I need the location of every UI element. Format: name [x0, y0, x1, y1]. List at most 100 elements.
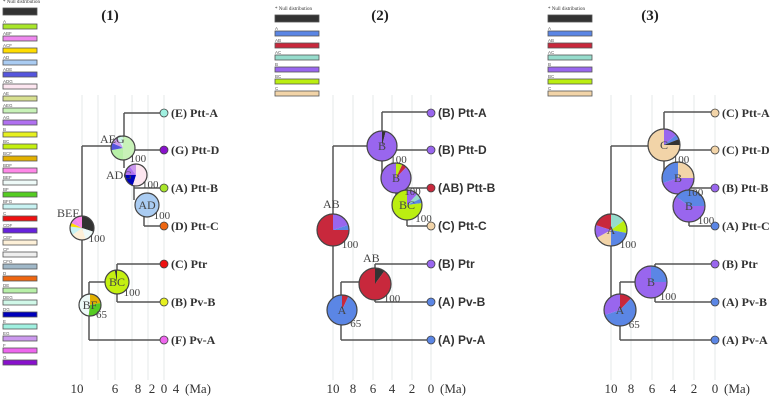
- support-value: 100: [415, 213, 432, 225]
- legend-label: BC: [275, 74, 282, 79]
- tip-marker: [426, 221, 436, 231]
- support-value: 100: [620, 239, 637, 251]
- pie-outline: [316, 213, 350, 247]
- node-pie: [110, 135, 136, 161]
- legend-label: B: [3, 127, 6, 132]
- tip-marker: [426, 297, 436, 307]
- legend-label: BF: [3, 187, 9, 192]
- axis-tick-label: 8: [135, 381, 142, 396]
- pie-slice: [333, 214, 349, 230]
- pie-slice: [620, 294, 631, 310]
- legend-label: AE: [3, 91, 9, 96]
- legend-label: CFG: [3, 259, 13, 264]
- legend-swatch: [274, 66, 320, 73]
- support-value: 100: [342, 239, 359, 251]
- tip-label: (E) Ptt-A: [171, 106, 218, 120]
- node-label: BEF: [57, 206, 79, 220]
- legend-title: * Null distribution: [275, 7, 312, 12]
- legend-label: C: [275, 86, 279, 91]
- pie-slice: [635, 266, 667, 298]
- node-pie: [391, 189, 423, 221]
- pie-slice: [672, 196, 705, 222]
- axis-tick-label: 2: [409, 381, 416, 396]
- legend-label: E: [3, 319, 6, 324]
- tip-marker: [710, 183, 720, 193]
- support-value: 100: [130, 153, 147, 165]
- pie-outline: [647, 128, 681, 162]
- legend-swatch: [2, 203, 38, 210]
- legend-label: C: [548, 86, 552, 91]
- pie-outline: [326, 294, 358, 326]
- legend-label: B: [548, 62, 551, 67]
- axis-tick-label: 4: [389, 381, 396, 396]
- pie-slice: [662, 162, 678, 183]
- legend-swatch: [2, 131, 38, 138]
- node-pies: [69, 135, 160, 317]
- pie-slice: [342, 295, 349, 310]
- tip-marker: [710, 297, 720, 307]
- node-pie: [661, 161, 695, 195]
- node-label: ADG: [106, 168, 132, 182]
- pie-slice: [78, 294, 90, 316]
- support-value: 100: [673, 154, 690, 166]
- node-label: A: [607, 223, 616, 237]
- pie-slice: [595, 225, 611, 238]
- node-label: BF: [83, 298, 98, 312]
- legend-label: ABF: [3, 31, 12, 36]
- legend-title: * Null distribution: [3, 0, 40, 5]
- pie-slice: [407, 190, 418, 205]
- axis-tick-label: 4: [173, 381, 180, 396]
- tip-marker: [710, 259, 720, 269]
- pie-outline: [124, 163, 148, 187]
- pie-slice: [88, 302, 101, 317]
- legend-swatch: [2, 59, 38, 66]
- pie-slice: [317, 214, 349, 246]
- legend-label: AD: [3, 55, 10, 60]
- pie-slice: [359, 268, 392, 300]
- node-label: B: [685, 199, 693, 213]
- legend-label: AG: [3, 115, 10, 120]
- support-value: 100: [154, 210, 171, 222]
- pie-slice: [396, 163, 403, 178]
- tip-label: (G) Ptt-D: [171, 143, 220, 157]
- node-label: A: [616, 303, 625, 317]
- legend-label: BC: [3, 139, 10, 144]
- node-pie: [672, 189, 706, 223]
- pie-slice: [648, 129, 680, 161]
- tip-label: (C) Ptt-C: [438, 219, 487, 233]
- pie-slice: [112, 137, 123, 148]
- pie-slice: [604, 294, 620, 315]
- tip-label: (B) Pv-B: [171, 295, 215, 309]
- legend-label: ADE: [3, 67, 12, 72]
- tip-marker: [710, 335, 720, 345]
- legend-swatch: [2, 95, 38, 102]
- tip-label: (B) Ptr: [722, 257, 758, 271]
- legend-label: DE: [3, 283, 9, 288]
- legend-label: AB: [275, 38, 281, 43]
- tip-marker: [710, 221, 720, 231]
- legend-label: CEF: [3, 235, 12, 240]
- tip-marker: [426, 259, 436, 269]
- node-label: B: [647, 275, 655, 289]
- axis-unit-label: (Ma): [724, 381, 750, 396]
- pie-slice: [82, 228, 94, 240]
- node-label: B: [378, 139, 386, 153]
- pie-outline: [358, 267, 392, 301]
- axis-tick-label: 10: [327, 381, 340, 396]
- node-label: AEG: [100, 132, 125, 146]
- pie-outline: [634, 265, 668, 299]
- node-label: C: [660, 138, 668, 152]
- axis-unit-label: (Ma): [440, 381, 466, 396]
- tip-label: (C) Ptr: [171, 257, 208, 271]
- axis-tick-label: 2: [149, 381, 156, 396]
- pie-slice: [678, 162, 694, 178]
- tip-marker: [159, 259, 169, 269]
- node-pie: [316, 213, 350, 247]
- legend-swatch: [547, 66, 593, 73]
- node-label: AB: [363, 251, 380, 265]
- legend-swatch: [2, 191, 38, 198]
- legend-swatch: [547, 42, 593, 49]
- axis-tick-label: 8: [628, 381, 635, 396]
- axis-tick-label: 8: [350, 381, 357, 396]
- tip-label: (B) Ptr: [438, 257, 475, 271]
